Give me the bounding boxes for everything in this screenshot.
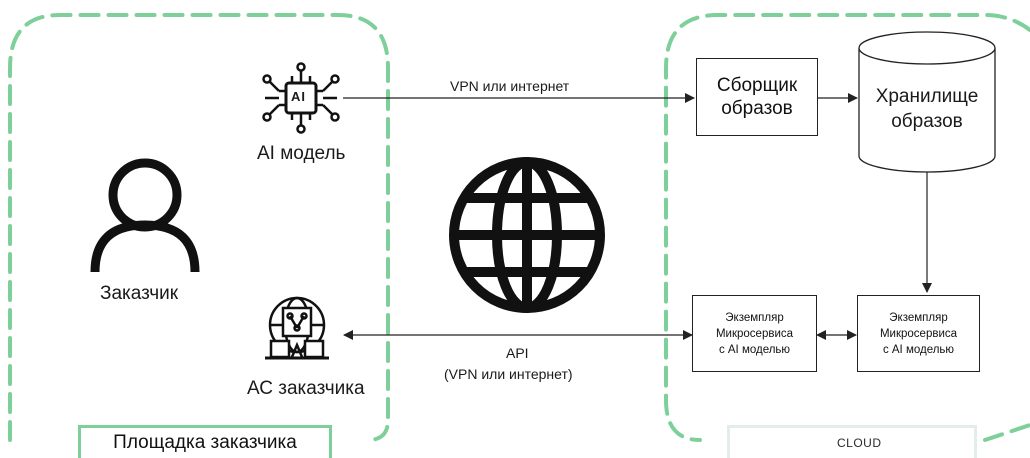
- customer-zone-border: [8, 13, 390, 442]
- cloud-badge-text: CLOUD: [837, 436, 882, 450]
- top-link-label: VPN или интернет: [450, 78, 570, 94]
- instance1-line3: с AI моделью: [718, 343, 791, 356]
- storage-line1: Хранилище: [875, 86, 979, 107]
- storage-label: Хранилище образов: [859, 84, 995, 134]
- api-label-line2: (VPN или интернет): [444, 366, 573, 382]
- ai-chip-text: AI: [291, 89, 306, 104]
- image-collector-box: Сборщик образов: [696, 58, 818, 136]
- cloud-zone-label: [727, 425, 977, 458]
- storage-line2: образов: [891, 111, 963, 132]
- instance1-line2: Микросервиса: [715, 327, 794, 340]
- collector-line2: образов: [721, 98, 793, 119]
- automation-system-icon: [265, 296, 329, 360]
- instance2-line2: Микросервиса: [879, 327, 958, 340]
- as-label: АС заказчика: [247, 378, 365, 399]
- microservice-instance-1: Экземпляр Микросервиса с AI моделью: [692, 295, 817, 372]
- storage-cylinder-shape: [858, 31, 996, 173]
- collector-line1: Сборщик: [716, 75, 798, 96]
- customer-label: Заказчик: [100, 283, 179, 304]
- user-icon: [90, 158, 200, 273]
- customer-zone-label-text: Площадка заказчика: [113, 432, 297, 453]
- api-label-line1: API: [506, 345, 529, 361]
- ai-chip-icon: [262, 62, 340, 134]
- customer-zone-label: Площадка заказчика: [78, 425, 332, 458]
- instance2-line1: Экземпляр: [889, 311, 948, 324]
- instance2-line3: с AI моделью: [882, 343, 955, 356]
- cloud-zone-border: [664, 13, 1030, 442]
- globe-icon: [449, 157, 605, 313]
- instance1-line1: Экземпляр: [725, 311, 784, 324]
- ai-model-label: AI модель: [257, 143, 346, 164]
- microservice-instance-2: Экземпляр Микросервиса с AI моделью: [857, 295, 980, 372]
